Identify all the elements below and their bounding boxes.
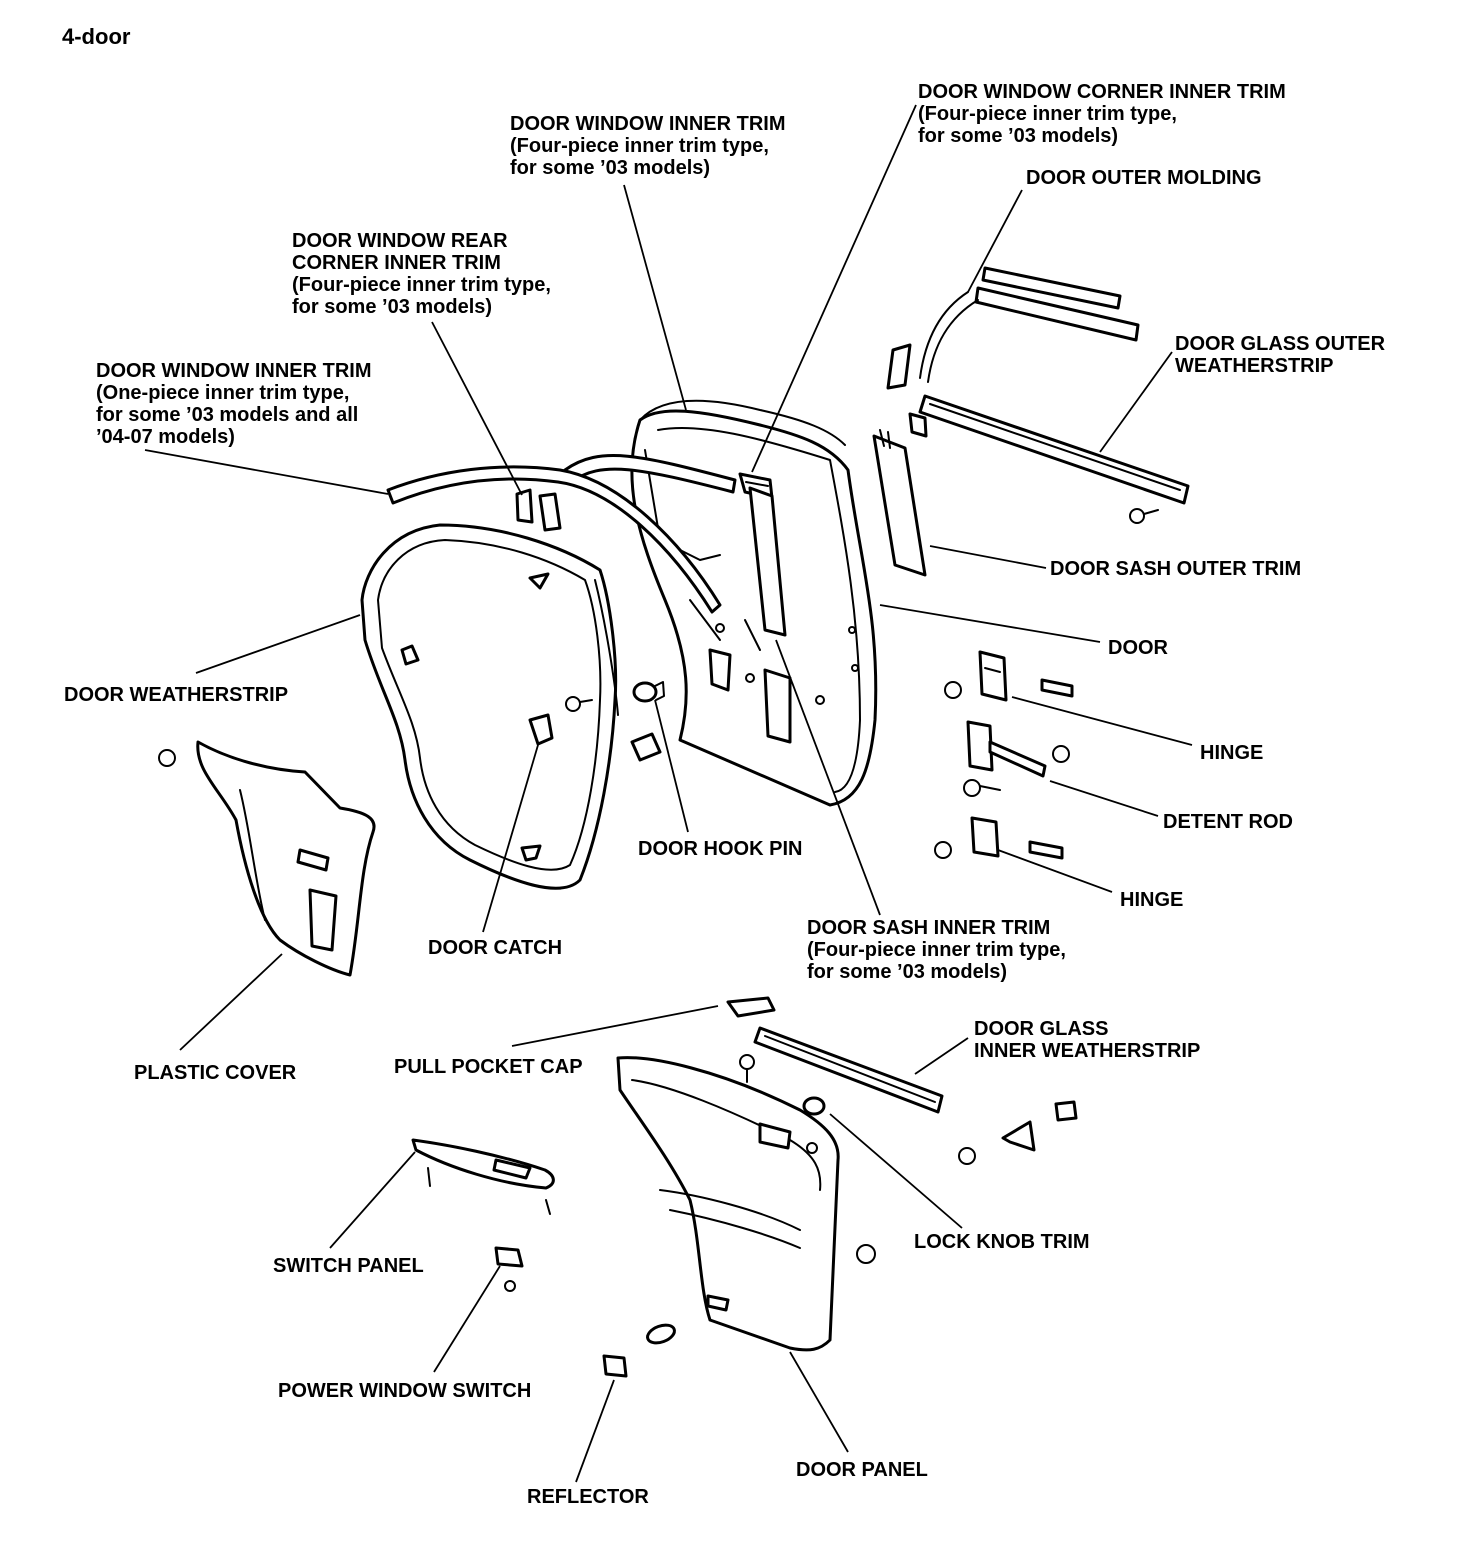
label-door-glass-outer-weatherstrip: DOOR GLASS OUTER WEATHERSTRIP: [1175, 333, 1386, 377]
door-weatherstrip: [360, 523, 619, 890]
svg-text:DOOR HOOK PIN: DOOR HOOK PIN: [638, 838, 802, 860]
svg-text:(One-piece inner trim type,: (One-piece inner trim type,: [96, 382, 349, 404]
svg-text:DOOR SASH INNER TRIM: DOOR SASH INNER TRIM: [807, 917, 1050, 939]
svg-text:DOOR GLASS: DOOR GLASS: [974, 1018, 1108, 1040]
svg-text:for some ’03 models): for some ’03 models): [510, 157, 710, 179]
label-door-sash-inner-trim: DOOR SASH INNER TRIM (Four-piece inner t…: [807, 917, 1066, 983]
svg-text:PULL POCKET CAP: PULL POCKET CAP: [394, 1056, 583, 1078]
svg-text:for some ’03 models): for some ’03 models): [807, 961, 1007, 983]
svg-text:REFLECTOR: REFLECTOR: [527, 1486, 649, 1508]
label-detent-rod: DETENT ROD: [1163, 811, 1293, 833]
label-pull-pocket-cap: PULL POCKET CAP: [394, 1056, 583, 1078]
door-window-inner-trim-four-piece: [563, 399, 846, 494]
door-panel: [616, 1056, 840, 1352]
label-door-hook-pin: DOOR HOOK PIN: [638, 838, 802, 860]
svg-text:WEATHERSTRIP: WEATHERSTRIP: [1175, 355, 1334, 377]
svg-text:CORNER INNER TRIM: CORNER INNER TRIM: [292, 252, 501, 274]
label-door: DOOR: [1108, 637, 1169, 659]
svg-text:DOOR WINDOW INNER TRIM: DOOR WINDOW INNER TRIM: [96, 360, 372, 382]
svg-text:DOOR WEATHERSTRIP: DOOR WEATHERSTRIP: [64, 684, 288, 706]
hinge-lower: [934, 816, 1064, 860]
svg-text:for some ’03 models and all: for some ’03 models and all: [96, 404, 358, 426]
svg-text:DOOR WINDOW INNER TRIM: DOOR WINDOW INNER TRIM: [510, 113, 786, 135]
label-door-outer-molding: DOOR OUTER MOLDING: [1026, 167, 1262, 189]
door-window-inner-trim-one-piece: [386, 465, 722, 614]
svg-text:DOOR: DOOR: [1108, 637, 1169, 659]
label-door-catch: DOOR CATCH: [428, 937, 562, 959]
label-switch-panel: SWITCH PANEL: [273, 1255, 424, 1277]
svg-text:LOCK KNOB TRIM: LOCK KNOB TRIM: [914, 1231, 1090, 1253]
hinge-upper: [944, 650, 1074, 702]
door-shell: [630, 409, 878, 807]
power-window-switch: [494, 1246, 524, 1292]
label-door-window-rear-corner-inner-trim: DOOR WINDOW REAR CORNER INNER TRIM (Four…: [292, 230, 551, 318]
svg-text:DOOR WINDOW CORNER INNER TRIM: DOOR WINDOW CORNER INNER TRIM: [918, 81, 1286, 103]
svg-text:’04-07 models): ’04-07 models): [96, 426, 235, 448]
svg-text:DETENT ROD: DETENT ROD: [1163, 811, 1293, 833]
label-hinge-lower: HINGE: [1120, 889, 1183, 911]
svg-text:DOOR OUTER MOLDING: DOOR OUTER MOLDING: [1026, 167, 1262, 189]
label-door-window-inner-trim-1pc: DOOR WINDOW INNER TRIM (One-piece inner …: [96, 360, 372, 448]
svg-text:DOOR GLASS OUTER: DOOR GLASS OUTER: [1175, 333, 1386, 355]
svg-text:HINGE: HINGE: [1200, 742, 1263, 764]
lock-knob-trim: [739, 1054, 1078, 1264]
label-lock-knob-trim: LOCK KNOB TRIM: [914, 1231, 1090, 1253]
label-door-weatherstrip: DOOR WEATHERSTRIP: [64, 684, 288, 706]
door-window-rear-corner-inner-trim: [515, 488, 562, 532]
svg-text:(Four-piece inner trim type,: (Four-piece inner trim type,: [510, 135, 769, 157]
label-plastic-cover: PLASTIC COVER: [134, 1062, 297, 1084]
svg-text:for some ’03 models): for some ’03 models): [292, 296, 492, 318]
leader-lines: [144, 104, 1193, 1483]
door-sash-inner-trim: [748, 486, 787, 637]
svg-text:PLASTIC COVER: PLASTIC COVER: [134, 1062, 297, 1084]
svg-text:(Four-piece inner trim type,: (Four-piece inner trim type,: [292, 274, 551, 296]
door-hook-pin: [630, 681, 665, 762]
svg-text:HINGE: HINGE: [1120, 889, 1183, 911]
svg-text:INNER WEATHERSTRIP: INNER WEATHERSTRIP: [974, 1040, 1200, 1062]
label-door-glass-inner-weatherstrip: DOOR GLASS INNER WEATHERSTRIP: [974, 1018, 1200, 1062]
pull-pocket-cap: [726, 996, 776, 1018]
svg-text:DOOR SASH OUTER TRIM: DOOR SASH OUTER TRIM: [1050, 558, 1301, 580]
detent-rod: [963, 720, 1070, 797]
label-door-window-inner-trim-4pc: DOOR WINDOW INNER TRIM (Four-piece inner…: [510, 113, 786, 179]
label-hinge-upper: HINGE: [1200, 742, 1263, 764]
page-heading: 4-door: [62, 24, 131, 49]
switch-panel: [411, 1138, 555, 1215]
door-glass-outer-weatherstrip: [908, 394, 1190, 524]
label-door-panel: DOOR PANEL: [796, 1459, 928, 1481]
svg-text:DOOR WINDOW REAR: DOOR WINDOW REAR: [292, 230, 508, 252]
svg-text:for some ’03 models): for some ’03 models): [918, 125, 1118, 147]
label-door-window-corner-inner-trim: DOOR WINDOW CORNER INNER TRIM (Four-piec…: [918, 81, 1286, 147]
svg-text:(Four-piece inner trim type,: (Four-piece inner trim type,: [807, 939, 1066, 961]
plastic-cover: [158, 740, 376, 977]
reflector: [602, 1323, 676, 1378]
label-power-window-switch: POWER WINDOW SWITCH: [278, 1380, 531, 1402]
door-catch: [528, 696, 593, 746]
svg-text:DOOR PANEL: DOOR PANEL: [796, 1459, 928, 1481]
svg-text:DOOR CATCH: DOOR CATCH: [428, 937, 562, 959]
door-sash-outer-trim: [872, 429, 927, 577]
label-reflector: REFLECTOR: [527, 1486, 649, 1508]
door-glass-inner-weatherstrip: [753, 1026, 944, 1114]
label-door-sash-outer-trim: DOOR SASH OUTER TRIM: [1050, 558, 1301, 580]
svg-text:(Four-piece inner trim type,: (Four-piece inner trim type,: [918, 103, 1177, 125]
svg-text:SWITCH PANEL: SWITCH PANEL: [273, 1255, 424, 1277]
door-outer-molding: [886, 266, 1140, 390]
svg-text:POWER WINDOW SWITCH: POWER WINDOW SWITCH: [278, 1380, 531, 1402]
